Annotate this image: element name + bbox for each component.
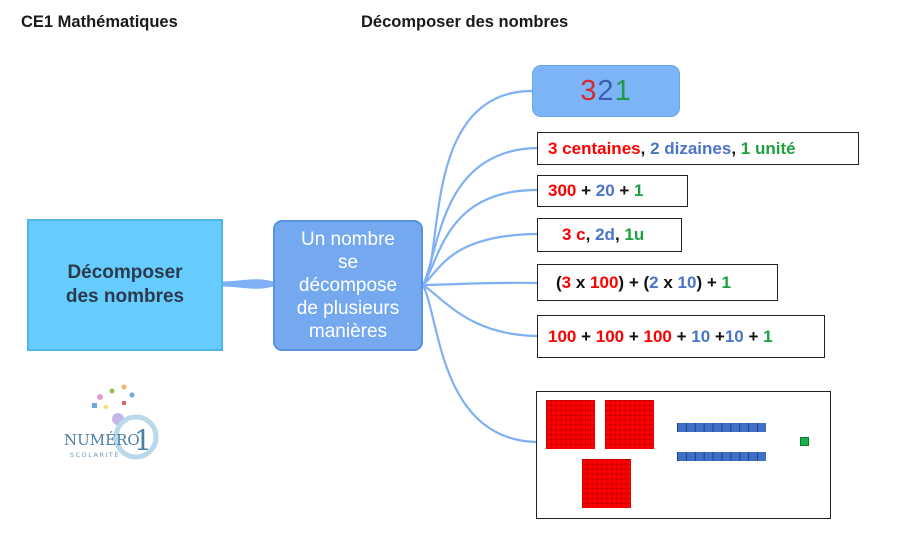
logo-confetti xyxy=(122,401,126,405)
unit-cube xyxy=(800,437,809,446)
product-plus: + xyxy=(624,272,644,292)
hundred-block xyxy=(546,400,595,449)
expanded-ten: 10 xyxy=(691,326,711,346)
page-title: Décomposer des nombres xyxy=(361,13,569,31)
connector-main-to-mid xyxy=(221,279,275,289)
sum-plus: + xyxy=(576,181,596,200)
product-times: x xyxy=(658,272,678,292)
expanded-plus: + xyxy=(671,326,692,346)
logo-ring xyxy=(113,414,159,460)
subtopic-node: Un nombre se décompose de plusieurs mani… xyxy=(273,220,423,351)
main-topic-line-1: Décomposer xyxy=(67,262,183,283)
tens-digit: 2 xyxy=(597,74,615,107)
logo-confetti xyxy=(97,394,103,400)
abbrev-separator: , xyxy=(585,225,596,244)
connector-to-product xyxy=(421,281,539,287)
logo-wordmark: NUMÉRO xyxy=(64,431,140,449)
connector-to-sum xyxy=(421,188,539,287)
connector-to-number xyxy=(421,89,535,287)
product-hundreds-factor: 100 xyxy=(590,272,619,292)
main-topic-label: Décomposer des nombres xyxy=(66,261,184,309)
words-units: 1 unité xyxy=(740,138,796,158)
sum-plus: + xyxy=(614,181,635,200)
numero1-logo: NUMÉRO 1 SCOLARITÉ xyxy=(64,384,159,460)
product-paren: ) xyxy=(618,272,625,292)
sum-tens: 20 xyxy=(595,181,615,200)
expanded-hundred: 100 xyxy=(643,326,672,346)
product-paren: ( xyxy=(556,272,562,292)
logo-numeral: 1 xyxy=(134,424,152,457)
decomposition-sum-box: 300 + 20 + 1 xyxy=(537,175,688,207)
words-tens: 2 dizaines xyxy=(650,138,732,158)
hundred-block xyxy=(582,459,631,508)
subtopic-line: Un nombre xyxy=(300,229,395,250)
base-ten-blocks-box xyxy=(536,391,831,519)
sum-units: 1 xyxy=(634,181,644,200)
logo-confetti xyxy=(129,392,135,398)
product-paren: ( xyxy=(643,272,650,292)
product-tens-digit: 2 xyxy=(649,272,659,292)
logo-confetti xyxy=(103,404,109,410)
abbrev-units: 1u xyxy=(624,225,645,244)
product-plus: + xyxy=(702,272,722,292)
product-hundreds-digit: 3 xyxy=(561,272,572,292)
logo-confetti xyxy=(121,384,127,390)
subtopic-line: manières xyxy=(308,321,388,342)
ten-rod xyxy=(677,452,766,461)
abbrev-tens: 2d xyxy=(595,225,615,244)
expanded-plus: + xyxy=(624,326,644,346)
subtopic-line: se xyxy=(337,252,359,273)
expanded-hundred: 100 xyxy=(595,326,625,346)
connector-to-blocks xyxy=(421,283,539,444)
connector-to-abbrev xyxy=(421,232,539,287)
product-tens-factor: 10 xyxy=(677,272,697,292)
expanded-hundred: 100 xyxy=(548,326,577,346)
sum-hundreds: 300 xyxy=(548,181,577,200)
expanded-plus: + xyxy=(743,326,764,346)
main-topic-node: Décomposer des nombres xyxy=(27,219,223,351)
logo-confetti xyxy=(109,388,115,394)
decomposition-words-box: 3 centaines, 2 dizaines, 1 unité xyxy=(537,132,859,165)
product-times: x xyxy=(571,272,591,292)
main-topic-line-2: des nombres xyxy=(65,286,185,307)
course-title: CE1 Mathématiques xyxy=(21,13,178,31)
decomposition-product-box: (3 x 100) + (2 x 10) + 1 xyxy=(537,264,778,301)
words-hundreds: 3 centaines xyxy=(548,138,641,158)
product-paren: ) xyxy=(696,272,703,292)
decomposition-abbrev-box: 3 c, 2d, 1u xyxy=(537,218,682,252)
expanded-plus: + xyxy=(576,326,596,346)
expanded-plus: + xyxy=(710,326,725,346)
logo-confetti xyxy=(92,403,97,408)
connector-to-expanded xyxy=(421,283,539,338)
abbrev-separator: , xyxy=(614,225,625,244)
hundred-block xyxy=(605,400,654,449)
expanded-unit: 1 xyxy=(763,326,773,346)
hundreds-digit: 3 xyxy=(580,74,598,107)
ten-rod xyxy=(677,423,766,432)
decomposition-expanded-box: 100 + 100 + 100 + 10 +10 + 1 xyxy=(537,315,825,358)
subtopic-label: Un nombre se décompose de plusieurs mani… xyxy=(297,228,399,343)
logo-tagline: SCOLARITÉ xyxy=(70,450,120,459)
subtopic-line: décompose xyxy=(298,275,398,296)
subtopic-line: de plusieurs xyxy=(296,298,400,319)
words-separator: , xyxy=(640,138,651,158)
expanded-ten: 10 xyxy=(724,326,744,346)
product-units: 1 xyxy=(721,272,731,292)
units-digit: 1 xyxy=(614,74,632,107)
words-separator: , xyxy=(731,138,741,158)
abbrev-hundreds: 3 c xyxy=(562,225,586,244)
connector-to-words xyxy=(421,146,539,287)
